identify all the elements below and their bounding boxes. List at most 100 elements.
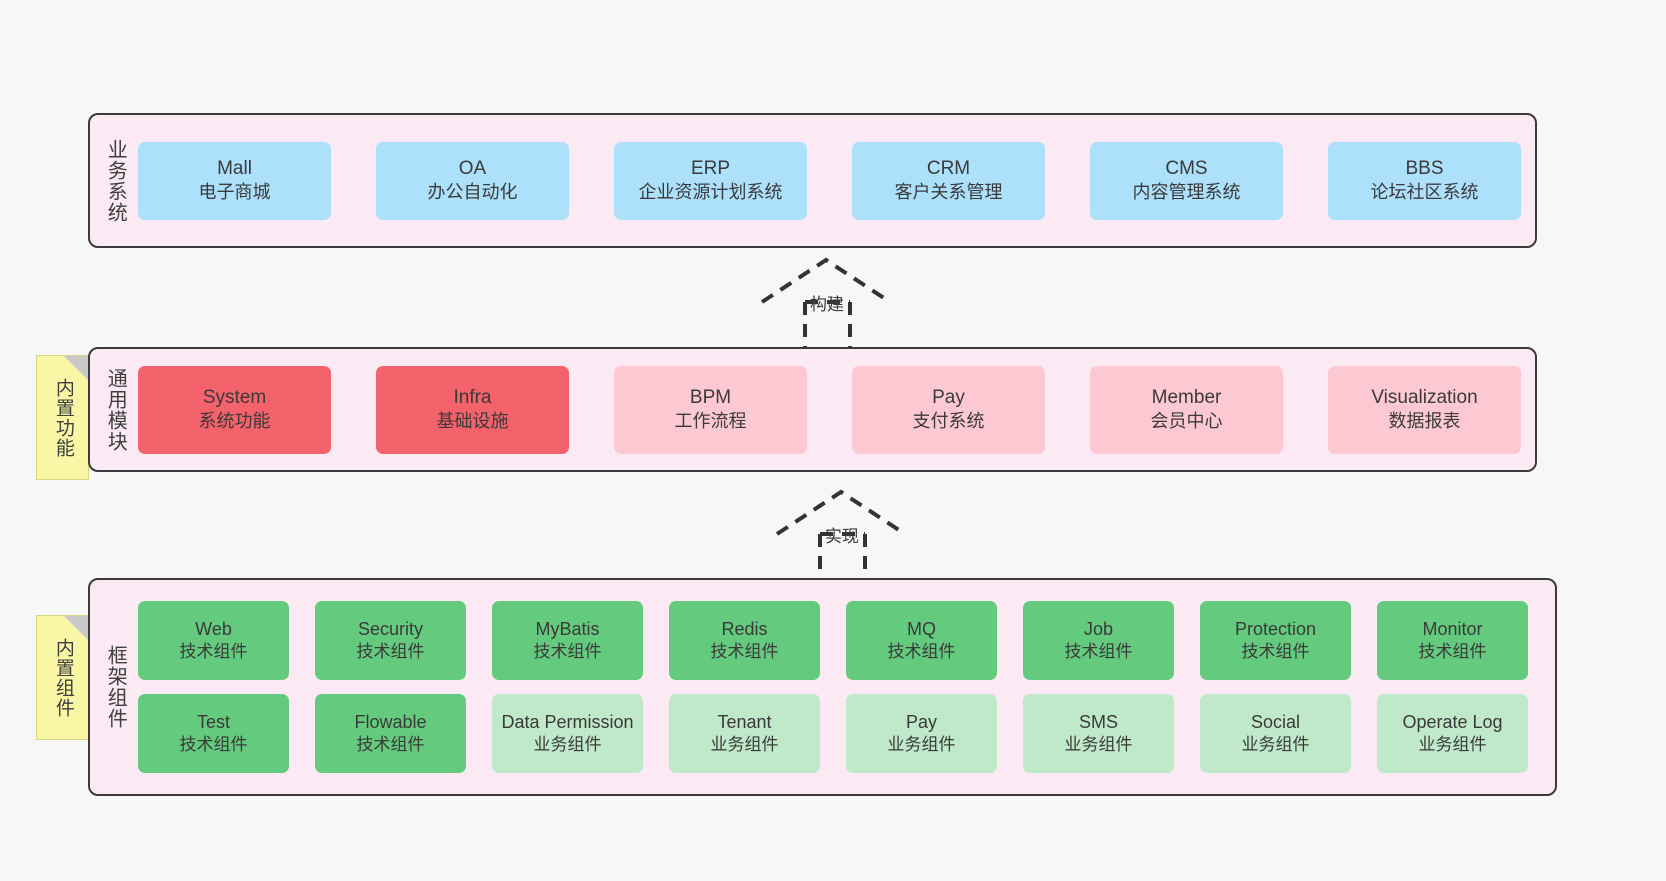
framework-row-business: Test 技术组件 Flowable 技术组件 Data Permission … [138,694,1545,773]
card-title-en: Flowable [354,712,427,733]
implement-arrow-icon [775,489,907,582]
card-title-en: BBS [1405,158,1444,180]
card-title-cn: 客户关系管理 [894,182,1003,203]
card-title-cn: 业务组件 [533,735,602,755]
card-test[interactable]: Test 技术组件 [138,694,289,773]
card-title-cn: 业务组件 [1241,735,1310,755]
card-title-cn: 技术组件 [533,642,602,662]
card-title-en: Data Permission [501,712,634,733]
card-title-en: Member [1151,387,1222,409]
card-web[interactable]: Web 技术组件 [138,601,289,680]
layer-title-framework-components: 框架组件 [104,645,127,729]
layer-body-framework-components: Web 技术组件 Security 技术组件 MyBatis 技术组件 Redi… [134,580,1555,794]
card-title-cn: 业务组件 [887,735,956,755]
card-data-permission[interactable]: Data Permission 业务组件 [492,694,643,773]
card-title-en: Visualization [1371,387,1478,409]
card-title-en: Social [1250,712,1301,733]
connector-build: 构建 [750,252,910,352]
layer-body-business-system: Mall 电子商城 OA 办公自动化 ERP 企业资源计划系统 CRM 客户关系… [134,115,1535,246]
card-title-cn: 内容管理系统 [1132,182,1241,203]
card-title-en: Operate Log [1402,712,1503,733]
card-title-cn: 业务组件 [1418,735,1487,755]
connector-implement: 实现 [765,484,925,584]
framework-row-tech: Web 技术组件 Security 技术组件 MyBatis 技术组件 Redi… [138,601,1545,680]
card-operate-log[interactable]: Operate Log 业务组件 [1377,694,1528,773]
card-member[interactable]: Member 会员中心 [1090,365,1283,454]
card-oa[interactable]: OA 办公自动化 [376,141,569,220]
card-title-cn: 技术组件 [356,735,425,755]
card-security[interactable]: Security 技术组件 [315,601,466,680]
card-mall[interactable]: Mall 电子商城 [138,141,331,220]
card-flowable[interactable]: Flowable 技术组件 [315,694,466,773]
card-title-en: CMS [1165,158,1208,180]
card-bbs[interactable]: BBS 论坛社区系统 [1328,141,1521,220]
card-crm[interactable]: CRM 客户关系管理 [852,141,1045,220]
card-title-cn: 技术组件 [179,735,248,755]
card-redis[interactable]: Redis 技术组件 [669,601,820,680]
card-title-en: Tenant [717,712,772,733]
layer-common-modules: 通用模块 System 系统功能 Infra 基础设施 BPM 工作流程 Pay… [88,347,1537,472]
layer-title-business-system: 业务系统 [104,138,127,223]
card-title-cn: 技术组件 [179,642,248,662]
card-title-cn: 论坛社区系统 [1370,182,1479,203]
card-title-cn: 基础设施 [436,411,509,432]
card-title-cn: 办公自动化 [427,182,518,203]
connector-implement-label: 实现 [825,527,859,546]
card-title-en: CRM [926,158,971,180]
layer-business-system: 业务系统 Mall 电子商城 OA 办公自动化 ERP 企业资源计划系统 CRM… [88,113,1537,248]
card-protection[interactable]: Protection 技术组件 [1200,601,1351,680]
card-bpm[interactable]: BPM 工作流程 [614,365,807,454]
card-infra[interactable]: Infra 基础设施 [376,365,569,454]
card-title-cn: 技术组件 [1064,642,1133,662]
card-title-en: OA [458,158,487,180]
card-sms[interactable]: SMS 业务组件 [1023,694,1174,773]
card-cms[interactable]: CMS 内容管理系统 [1090,141,1283,220]
card-pay-module[interactable]: Pay 支付系统 [852,365,1045,454]
card-title-en: Test [196,712,230,733]
card-title-cn: 企业资源计划系统 [638,182,783,203]
note-builtin-features: 内置功能 [36,355,89,480]
card-title-cn: 技术组件 [887,642,956,662]
note-builtin-components: 内置组件 [36,615,89,740]
card-title-en: ERP [690,158,731,180]
card-title-cn: 技术组件 [356,642,425,662]
card-title-en: MyBatis [535,619,600,640]
card-title-cn: 工作流程 [674,411,747,432]
card-title-en: SMS [1078,712,1118,733]
card-title-en: Job [1083,619,1114,640]
layer-body-common-modules: System 系统功能 Infra 基础设施 BPM 工作流程 Pay 支付系统… [134,349,1535,470]
note-fold-corner-icon [64,616,88,640]
card-title-en: Pay [932,387,965,409]
card-title-en: Protection [1234,619,1317,640]
card-social[interactable]: Social 业务组件 [1200,694,1351,773]
card-visualization[interactable]: Visualization 数据报表 [1328,365,1521,454]
card-title-en: Monitor [1422,619,1483,640]
card-title-en: Security [357,619,424,640]
connector-build-label: 构建 [810,295,844,314]
build-arrow-icon [760,257,892,350]
card-title-en: System [202,387,267,409]
card-erp[interactable]: ERP 企业资源计划系统 [614,141,807,220]
card-title-cn: 技术组件 [710,642,779,662]
card-title-cn: 业务组件 [1064,735,1133,755]
layer-framework-components: 框架组件 Web 技术组件 Security 技术组件 MyBatis 技术组件… [88,578,1557,796]
note-builtin-features-label: 内置功能 [52,377,74,458]
card-title-en: Redis [721,619,768,640]
note-fold-corner-icon [64,356,88,380]
card-monitor[interactable]: Monitor 技术组件 [1377,601,1528,680]
card-mybatis[interactable]: MyBatis 技术组件 [492,601,643,680]
layer-title-common-modules: 通用模块 [104,367,127,452]
card-title-cn: 会员中心 [1150,411,1223,432]
card-title-cn: 数据报表 [1388,411,1461,432]
card-title-cn: 技术组件 [1418,642,1487,662]
card-title-en: Web [195,619,232,640]
card-title-cn: 电子商城 [198,182,271,203]
card-job[interactable]: Job 技术组件 [1023,601,1174,680]
card-pay-component[interactable]: Pay 业务组件 [846,694,997,773]
card-mq[interactable]: MQ 技术组件 [846,601,997,680]
card-title-en: Mall [217,158,252,180]
card-system[interactable]: System 系统功能 [138,365,331,454]
card-title-en: Pay [905,712,938,733]
card-tenant[interactable]: Tenant 业务组件 [669,694,820,773]
